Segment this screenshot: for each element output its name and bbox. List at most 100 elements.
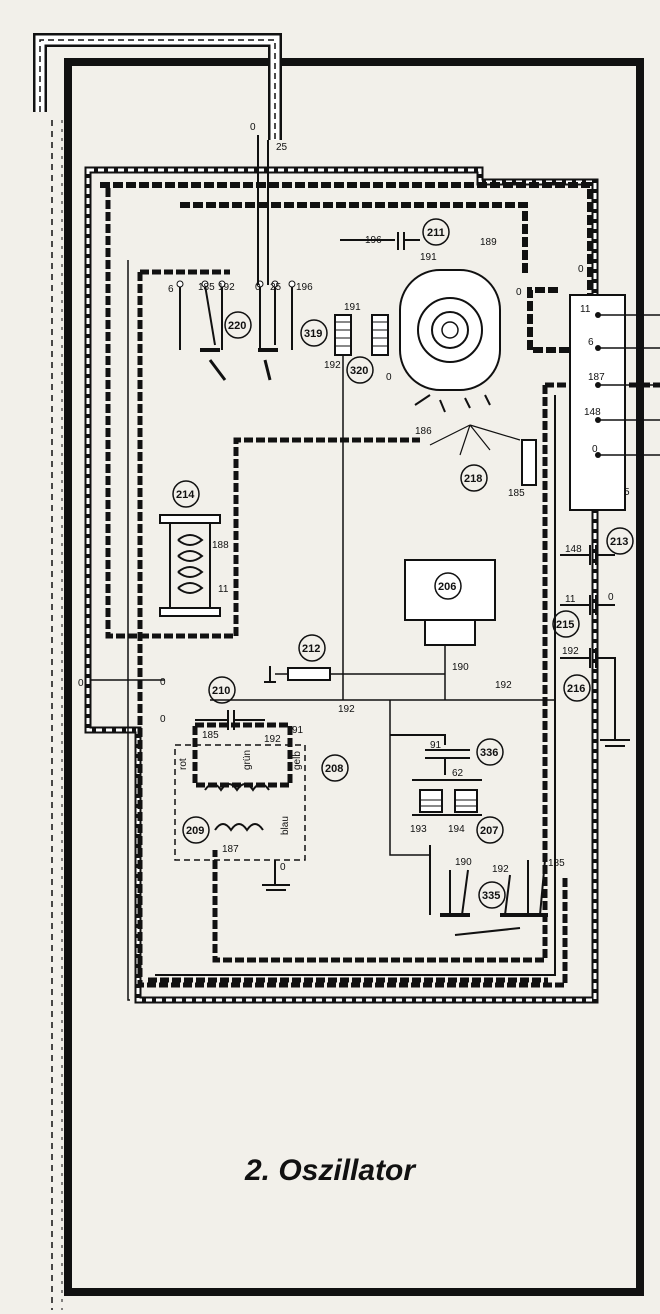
coil-label-blau: blau — [280, 816, 291, 835]
label-218: 218 — [464, 473, 482, 485]
coil-319 — [334, 314, 352, 356]
strip-leads — [600, 314, 660, 456]
label-220: 220 — [228, 320, 246, 332]
strip-label-5: 5 — [624, 487, 630, 498]
shield-loop-outer-in — [86, 168, 597, 1002]
cap-210 — [195, 710, 265, 730]
zero-6: 0 — [608, 592, 614, 603]
label-186: 186 — [415, 426, 432, 437]
zero-2: 0 — [160, 714, 166, 725]
strip-label-148: 148 — [584, 407, 601, 418]
label-210: 210 — [212, 685, 230, 697]
shield-loop-4 — [137, 269, 568, 988]
shield-loop-5 — [105, 188, 420, 639]
sw220-label-6: 6 — [168, 284, 174, 295]
box-label-185: 185 — [202, 730, 219, 741]
label-215: 215 — [556, 619, 574, 631]
label-319: 319 — [304, 328, 322, 340]
zero-1: 0 — [160, 677, 166, 688]
bus-192 — [90, 658, 556, 701]
top-leads — [257, 135, 269, 285]
label-213: 213 — [610, 536, 628, 548]
label-320: 320 — [350, 365, 368, 377]
wire-to-336 — [389, 700, 430, 856]
coil-208-windings — [204, 783, 270, 832]
sw335-label-192: 192 — [492, 864, 509, 875]
strip-label-0: 0 — [592, 444, 598, 455]
crystal-bars — [412, 779, 482, 816]
ground-209 — [262, 860, 290, 891]
zero-4: 0 — [516, 287, 522, 298]
top-cable-dash — [39, 39, 276, 140]
bus-label-192: 192 — [338, 704, 355, 715]
sw220-label-196: 196 — [296, 282, 313, 293]
label-335: 335 — [482, 890, 500, 902]
box-label-192: 192 — [264, 734, 281, 745]
top-cable-inner — [35, 35, 280, 140]
coil-214 — [159, 514, 221, 617]
coil-label-192: 192 — [324, 360, 341, 371]
cap-label-11: 11 — [565, 594, 576, 605]
shield-loop-7 — [155, 395, 556, 976]
capacitors-right — [560, 545, 630, 747]
box-label-91: 91 — [292, 725, 304, 736]
coil214-label-188: 188 — [212, 540, 229, 551]
strip-label-187: 187 — [588, 372, 605, 383]
coil-box-inner — [192, 722, 293, 788]
coil-label-191: 191 — [344, 302, 361, 313]
shield-loop-2 — [100, 182, 593, 353]
terminal-strip — [569, 294, 626, 511]
zero-5: 0 — [386, 372, 392, 383]
sw335-label-190: 190 — [455, 857, 472, 868]
resistor-212 — [287, 667, 331, 681]
shield-loop-3 — [180, 202, 528, 275]
strip-label-6: 6 — [588, 337, 594, 348]
res218-label-185: 185 — [508, 488, 525, 499]
zero-3: 0 — [578, 264, 584, 275]
cap-label-192: 192 — [562, 646, 579, 657]
crystal-193 — [419, 789, 443, 813]
sw220-label-185: 185 — [198, 282, 215, 293]
top-label-0: 0 — [250, 122, 256, 133]
coil-label-rot: rot — [178, 758, 189, 770]
label-91: 91 — [430, 740, 442, 751]
label-193: 193 — [410, 824, 427, 835]
shield-loop-8 — [127, 260, 130, 1001]
zero-8: 0 — [78, 678, 84, 689]
strip-label-11: 11 — [580, 304, 591, 315]
label-212: 212 — [302, 643, 320, 655]
tube-label-191: 191 — [420, 252, 437, 263]
sw220-label-192: 192 — [218, 282, 235, 293]
block-206 — [404, 559, 496, 700]
cap-196 — [340, 232, 420, 250]
coil-320 — [371, 314, 389, 356]
label-62: 62 — [452, 768, 464, 779]
top-label-25: 25 — [276, 142, 288, 153]
shield-loop-6 — [212, 382, 660, 963]
tube-label-189: 189 — [480, 237, 497, 248]
coil-label-gelb: gelb — [292, 751, 303, 770]
coil214-label-11: 11 — [218, 584, 229, 595]
switch-335 — [429, 845, 548, 936]
top-cable — [33, 33, 282, 140]
label-190: 190 — [452, 662, 469, 673]
box-label-187: 187 — [222, 844, 239, 855]
label-206: 206 — [438, 581, 456, 593]
resistor-218 — [521, 439, 537, 486]
sw220-label-0: 0 — [255, 282, 261, 293]
sw220-label-25: 25 — [270, 282, 282, 293]
diagram-title: 2. Oszillator — [244, 1154, 417, 1187]
ground-212 — [264, 666, 276, 683]
coil-box-208 — [174, 744, 306, 861]
label-194: 194 — [448, 824, 465, 835]
cap-label-148: 148 — [565, 544, 582, 555]
bus-label-192b: 192 — [495, 680, 512, 691]
label-216: 216 — [567, 683, 585, 695]
label-207: 207 — [480, 825, 498, 837]
sw335-label-185: 185 — [548, 858, 565, 869]
zero-7: 0 — [280, 862, 286, 873]
coil-label-grun: grün — [242, 750, 253, 770]
tube-211 — [399, 269, 501, 413]
cap-336 — [390, 734, 470, 775]
